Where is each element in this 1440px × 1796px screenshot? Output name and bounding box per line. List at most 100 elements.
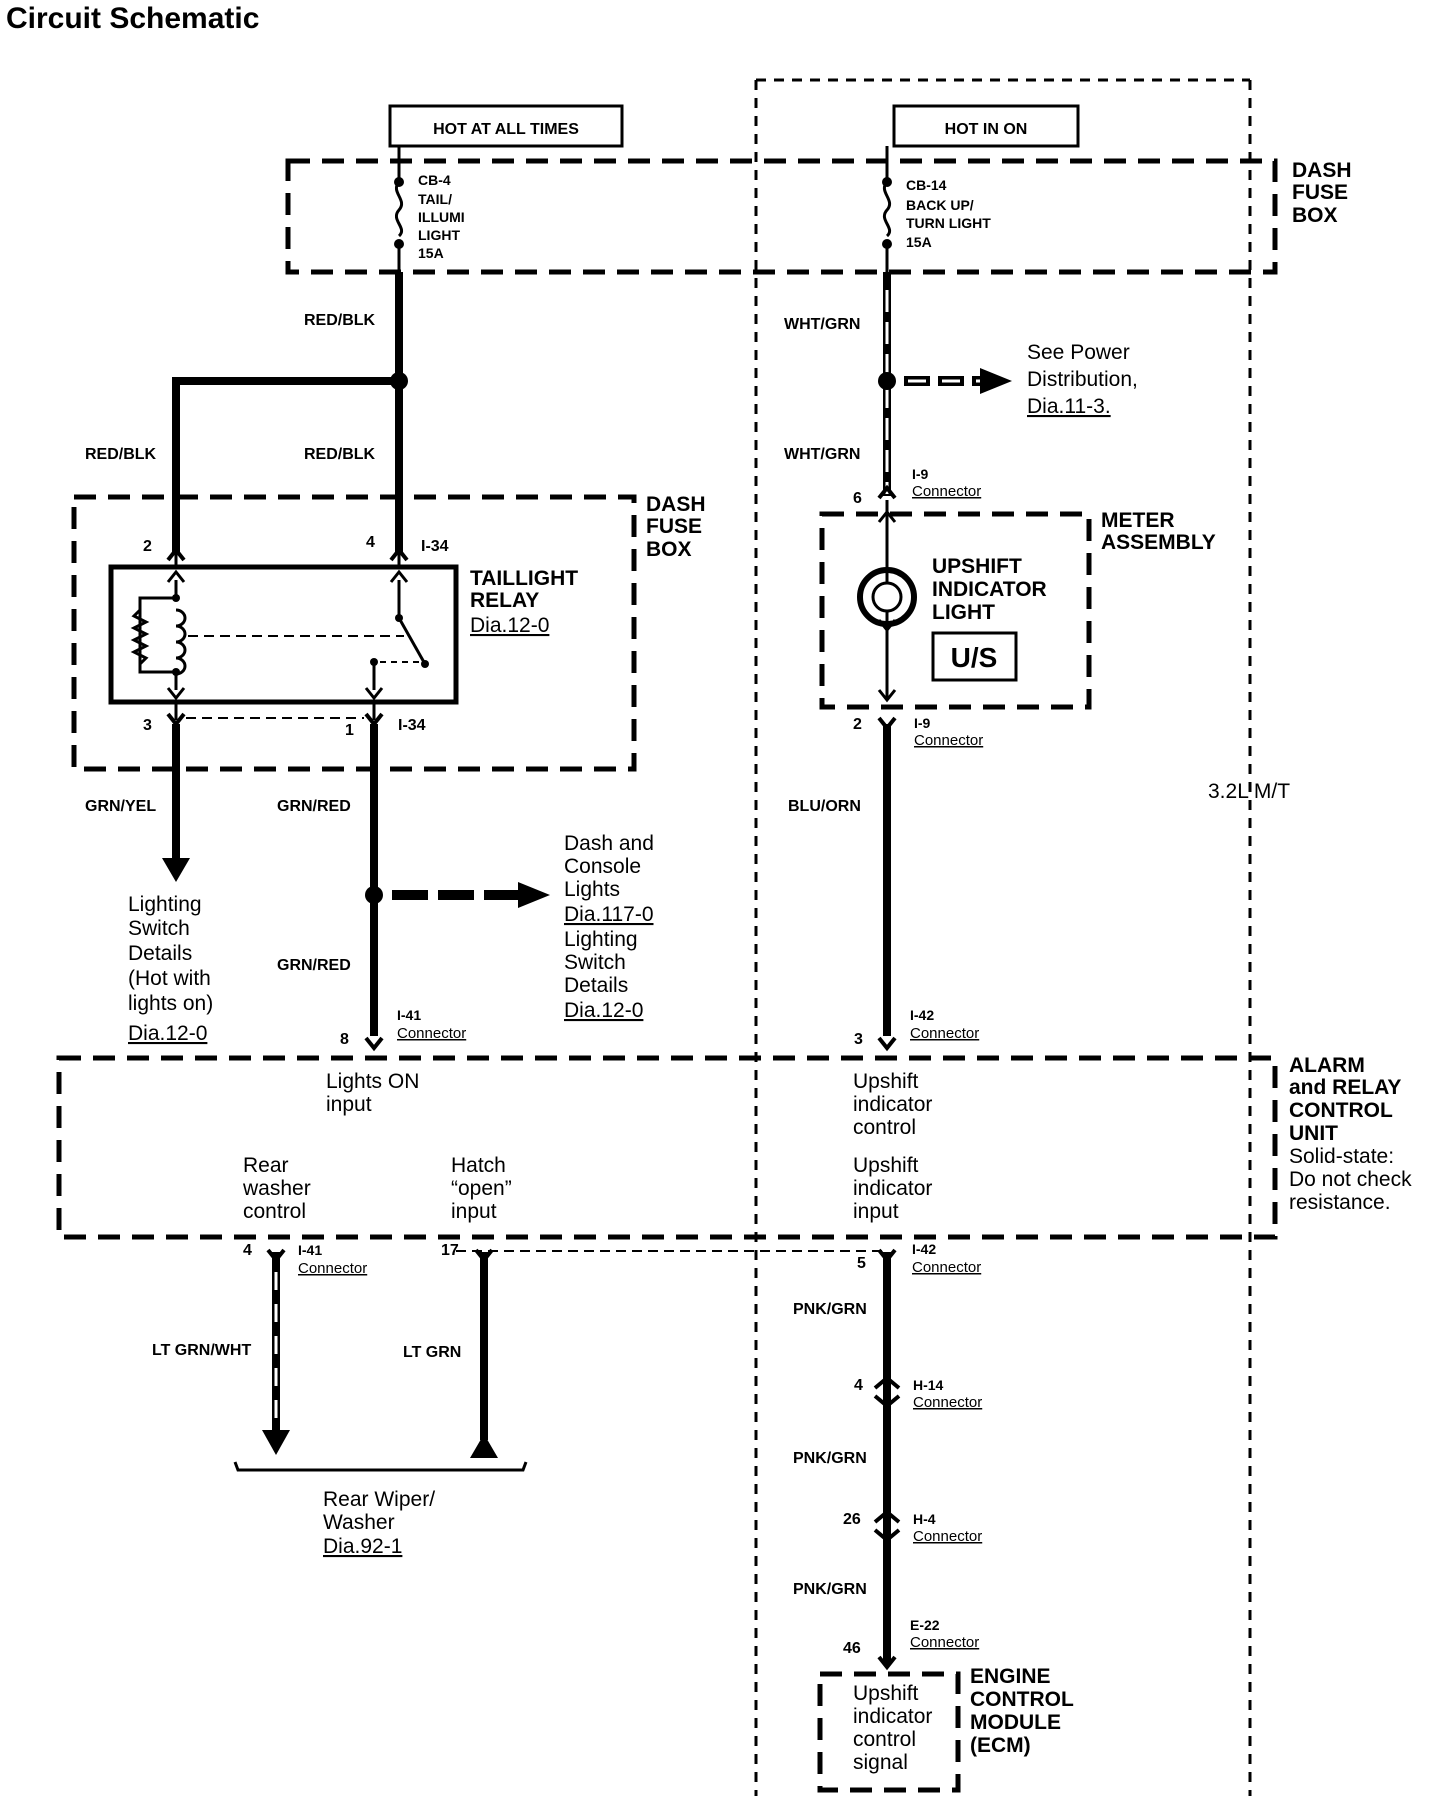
svg-text:UPSHIFT: UPSHIFT (932, 555, 1022, 578)
svg-text:Connector: Connector (910, 1634, 979, 1651)
taillight-relay-label: TAILLIGHT RELAY Dia.12-0 (470, 567, 578, 637)
meter-assembly-label: METER ASSEMBLY (1101, 509, 1216, 554)
svg-text:I-41: I-41 (298, 1242, 322, 1258)
svg-text:input: input (853, 1200, 899, 1223)
wire-blu-orn (877, 716, 897, 1052)
svg-text:1: 1 (345, 722, 354, 739)
svg-text:8: 8 (340, 1031, 349, 1048)
wire-label-red-blk-1: RED/BLK (304, 312, 376, 329)
svg-text:LIGHT: LIGHT (418, 227, 460, 243)
svg-text:I-41: I-41 (397, 1007, 421, 1023)
svg-text:Dia.12-0: Dia.12-0 (470, 614, 549, 637)
svg-text:Dia.92-1: Dia.92-1 (323, 1535, 402, 1558)
svg-text:H-4: H-4 (913, 1511, 936, 1527)
upshift-light-label: UPSHIFT INDICATOR LIGHT (932, 555, 1047, 624)
svg-text:Dia.12-0: Dia.12-0 (564, 999, 643, 1022)
svg-text:(ECM): (ECM) (970, 1734, 1031, 1757)
svg-text:METER: METER (1101, 509, 1175, 532)
svg-text:Upshift: Upshift (853, 1070, 919, 1093)
svg-text:RELAY: RELAY (470, 589, 539, 612)
connector-h4: 26 H-4 Connector (843, 1511, 982, 1545)
wire-label-wht-grn-1: WHT/GRN (784, 316, 860, 333)
svg-text:Connector: Connector (914, 732, 983, 749)
svg-text:Lights ON: Lights ON (326, 1070, 419, 1093)
svg-text:lights on): lights on) (128, 992, 213, 1015)
hot-in-on-box: HOT IN ON (892, 104, 1080, 148)
svg-text:HOT IN ON: HOT IN ON (945, 121, 1028, 138)
svg-text:Connector: Connector (912, 483, 981, 500)
upshift-indicator-light (857, 500, 917, 703)
svg-text:Details: Details (128, 942, 192, 965)
splice-red-blk (390, 372, 408, 390)
svg-text:Rear Wiper/: Rear Wiper/ (323, 1488, 435, 1511)
connector-i9-bottom: 2 I-9 Connector (853, 715, 983, 749)
wire-wht-grn (877, 272, 1012, 500)
svg-text:washer: washer (242, 1177, 311, 1200)
svg-text:Details: Details (564, 974, 628, 997)
svg-text:6: 6 (853, 490, 862, 507)
wire-label-lt-grn: LT GRN (403, 1344, 461, 1361)
svg-text:Connector: Connector (298, 1260, 367, 1277)
wire-label-lt-grn-wht: LT GRN/WHT (152, 1342, 251, 1359)
svg-text:TAIL/: TAIL/ (418, 191, 452, 207)
svg-text:E-22: E-22 (910, 1617, 940, 1633)
dash-fuse-box-relay (71, 494, 637, 772)
svg-text:See Power: See Power (1027, 341, 1130, 364)
svg-text:Dash and: Dash and (564, 832, 654, 855)
svg-text:I-34: I-34 (398, 717, 426, 734)
hatch-open-input-label: Hatch “open” input (451, 1154, 512, 1223)
svg-text:CONTROL: CONTROL (970, 1688, 1074, 1711)
svg-text:Connector: Connector (913, 1528, 982, 1545)
hot-at-all-times-box: HOT AT ALL TIMES (388, 104, 624, 148)
rear-washer-control-label: Rear washer control (242, 1154, 311, 1223)
svg-text:Console: Console (564, 855, 641, 878)
svg-text:Upshift: Upshift (853, 1154, 919, 1177)
svg-text:BOX: BOX (1292, 204, 1338, 227)
svg-text:Lights: Lights (564, 878, 620, 901)
svg-text:Connector: Connector (910, 1025, 979, 1042)
variant-label: 3.2L M/T (1208, 780, 1290, 803)
wire-label-grn-red-2: GRN/RED (277, 957, 351, 974)
dash-console-lights-note: Dash and Console Lights Dia.117-0 Lighti… (564, 832, 654, 1022)
wire-label-grn-yel: GRN/YEL (85, 798, 156, 815)
svg-text:4: 4 (854, 1377, 863, 1394)
relay-pins: 2 4 I-34 3 1 I-34 (143, 534, 449, 739)
wire-label-red-blk-3: RED/BLK (304, 446, 376, 463)
rear-wiper-washer-note: Rear Wiper/ Washer Dia.92-1 (323, 1488, 435, 1558)
wire-lt-grn (456, 1248, 882, 1458)
dash-fuse-box-relay-label: DASH FUSE BOX (646, 493, 706, 561)
svg-text:Upshift: Upshift (853, 1682, 919, 1705)
alarm-unit-label: ALARM and RELAY CONTROL UNIT Solid-state… (1289, 1054, 1412, 1214)
connector-i41-bottom: 4 I-41 Connector (243, 1242, 367, 1277)
fuse-cb-4: CB-4 TAIL/ ILLUMI LIGHT 15A (394, 146, 465, 272)
connector-i9-top: 6 I-9 Connector (853, 466, 981, 507)
svg-text:Dia.12-0: Dia.12-0 (128, 1022, 207, 1045)
svg-text:Do not check: Do not check (1289, 1168, 1412, 1191)
svg-text:I-34: I-34 (421, 538, 449, 555)
svg-text:UNIT: UNIT (1289, 1122, 1338, 1145)
svg-text:BOX: BOX (646, 538, 692, 561)
wire-pnk-grn (873, 1248, 901, 1671)
svg-text:4: 4 (366, 534, 375, 551)
svg-text:control: control (853, 1728, 916, 1751)
wire-grn-red (364, 724, 550, 1052)
svg-text:ALARM: ALARM (1289, 1054, 1365, 1077)
svg-text:Connector: Connector (913, 1394, 982, 1411)
lighting-switch-details-note: Lighting Switch Details (Hot with lights… (128, 893, 213, 1045)
svg-text:LIGHT: LIGHT (932, 601, 995, 624)
svg-text:4: 4 (243, 1242, 252, 1259)
svg-text:Dia.117-0: Dia.117-0 (564, 903, 654, 926)
svg-text:3: 3 (143, 717, 152, 734)
svg-text:Switch: Switch (564, 951, 626, 974)
svg-text:TAILLIGHT: TAILLIGHT (470, 567, 578, 590)
svg-text:FUSE: FUSE (1292, 181, 1348, 204)
connector-i42-bottom: 5 I-42 Connector (857, 1241, 981, 1276)
wire-label-pnk-grn-2: PNK/GRN (793, 1450, 867, 1467)
svg-text:MODULE: MODULE (970, 1711, 1061, 1734)
svg-text:DASH: DASH (1292, 159, 1352, 182)
svg-text:INDICATOR: INDICATOR (932, 578, 1047, 601)
svg-text:Lighting: Lighting (564, 928, 638, 951)
upshift-control-label: Upshift indicator control (853, 1070, 932, 1139)
svg-text:resistance.: resistance. (1289, 1191, 1391, 1214)
